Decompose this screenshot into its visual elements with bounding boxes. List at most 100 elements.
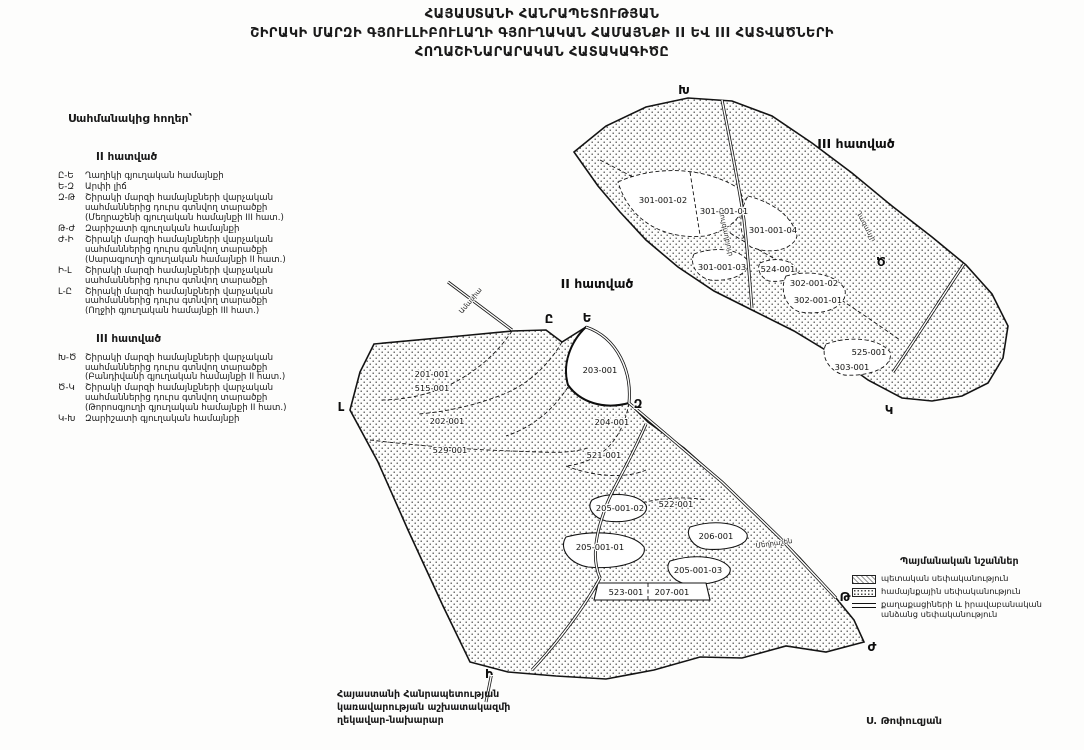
parcel-label: 207-001 [655,587,690,597]
parcel-label: 205-001-02 [596,503,644,513]
legend-item-text: Զարիշատի գյուղական համայնքի [85,224,240,235]
sign-label: պետական սեփականություն [881,573,1009,583]
parcel-523-207 [593,582,711,601]
legend-title: Սահմանակից հողեր՝ [68,112,193,125]
legend-item-text: Շիրակի մարզի համայնքների վարչական սահման… [85,265,274,286]
parcel-label: 205-001-03 [674,565,722,575]
parcel-label: 206-001 [699,531,734,541]
legend-section-ii-items: Ը-Ե Ղաղիկի գյուղական համայնքի Ե-Զ Արփի լիճ… [58,171,340,317]
parcel-label: 202-001 [430,416,465,426]
legend-item: Թ-Ժ Զարիշատի գյուղական համայնքի [58,224,340,235]
boundary-segment-code: Ը-Ե [58,171,74,181]
legend-section-iii-heading: III հատված [96,332,162,345]
parcel-label: 303-001 [835,362,870,372]
boundary-point-letter: Կ [885,403,894,417]
boundary-point-letter: Ե [583,311,592,325]
legend-item-text: Զարիշատի գյուղական համայնքի [85,414,240,425]
legend-item-text: Շիրակի մարզի համայնքների վարչական սահման… [85,352,286,383]
document-title: ՀԱՅԱՍՏԱՆԻ ՀԱՆՐԱՊԵՏՈՒԹՅԱՆ ՇԻՐԱԿԻ ՄԱՐԶԻ ԳՅ… [0,6,1084,63]
parcel-label: 201-001 [415,369,450,379]
legend-item-text: Ղաղիկի գյուղական համայնքի [85,171,224,181]
parcel-boundary-line [417,341,563,415]
parcel-boundary-line [565,402,630,467]
boundary-segment-code: Թ-Ժ [58,224,75,235]
title-line-2: ՇԻՐԱԿԻ ՄԱՐԶԻ ԳՅՈՒԼԼԻԲՈՒԼԱՂԻ ԳՅՈՒՂԱԿԱՆ ՀԱ… [250,25,834,41]
legend-item: Ժ-Ի Շիրակի մարզի համայնքների վարչական սահ… [58,235,340,265]
legend-item-text: Արփի լիճ [85,182,127,193]
parcel-label: 515-001 [415,383,450,393]
parcel-label: 521-001 [587,450,622,460]
parcel-205-03 [667,556,731,585]
section-iii-polygon [572,97,1009,402]
parcel-label: 525-001 [852,347,887,357]
legend-item: Ե-Զ Արփի լիճ [58,182,340,193]
sign-item: քաղաքացիների և իրավաբանական անձանց սեփակ… [852,599,1078,620]
title-line-3: ՀՈՂԱՇԻՆԱՐԱՐԱԿԱՆ ՀԱՏԱԿԱԳԻԾԸ [414,44,670,60]
sign-item: պետական սեփականություն [852,573,1078,584]
author-signature: Ս. Թոփուզյան [866,716,942,727]
parcel-302 [782,272,846,314]
conventional-signs-title: Պայմանական նշաններ [900,556,1019,567]
parcel-boundary-line [565,465,647,476]
legend-item: Զ-Թ Շիրակի մարզի համայնքների վարչական սահ… [58,194,340,223]
title-line-1: ՀԱՅԱՍՏԱՆԻ ՀԱՆՐԱՊԵՏՈՒԹՅԱՆ [424,7,660,22]
parcel-303-525 [823,338,891,376]
conventional-signs-legend: Պայմանական նշաններ պետական սեփականությու… [852,556,1078,623]
parcel-301-02-01 [617,170,744,237]
parcel-boundary-line [689,171,701,236]
parcel-label: 302-001-02 [790,278,838,288]
parcel-label: 301-001-02 [639,195,687,205]
legend-item-text: Շիրակի մարզի համայնքների վարչական սահման… [85,193,284,223]
boundary-point-letter: Խ [678,83,690,97]
section-ii-label: II հատված [561,276,634,291]
boundary-segment-code: Զ-Թ [58,193,76,204]
parcel-label: 301-001-04 [749,225,797,235]
boundary-segment-code: Կ-Խ [58,414,76,425]
parcel-label: 302-001-01 [794,295,842,305]
boundary-point-letter: Ը [545,312,554,326]
boundary-point-letter: Լ [338,400,345,414]
parcel-label: 204-001 [595,417,630,427]
state-property-symbol [852,575,876,584]
parcel-boundary-line [505,386,569,437]
sign-label: քաղաքացիների և իրավաբանական անձանց սեփակ… [881,599,1042,619]
road-lines [447,99,966,703]
boundary-point-letter: Զ [634,397,643,411]
adjacent-lands-legend: Սահմանակից հողեր՝ II հատված Ը-Ե Ղաղիկի գյ… [58,112,340,426]
boundary-segment-code: Ժ-Ի [58,235,74,246]
legend-item-text: Շիրակի մարզի համայնքների վարչական սահման… [85,383,287,413]
boundary-segment-code: Խ-Ծ [58,352,77,363]
legend-section-iii-items: Խ-Ծ Շիրակի մարզի համայնքների վարչական սահ… [58,352,340,425]
private-property-symbol [852,603,876,608]
boundary-point-letter: Ի [485,667,493,681]
boundary-point-letter: Ժ [868,640,877,654]
sign-item: համայնքային սեփականություն [852,586,1078,597]
legend-section-ii-heading: II հատված [96,151,158,163]
parcel-label: 203-001 [583,365,618,375]
boundary-segment-code: Լ-Ը [58,286,72,297]
community-property-symbol [852,588,876,597]
parcel-label: 301-001-01 [700,206,748,216]
parcel-label: 524-001 [761,264,796,274]
boundary-segment-code: Ե-Զ [58,182,75,193]
legend-item: Լ-Ը Շիրակի մարզի համայնքների վարչական սահ… [58,286,340,317]
parcel-label: 522-001 [659,499,694,509]
legend-item: Ը-Ե Ղաղիկի գյուղական համայնքի [58,171,340,182]
boundary-point-letter: Ծ [876,255,885,269]
boundary-point-letter: Թ [840,590,851,604]
parcel-label: 301-001-03 [698,262,746,272]
legend-item: Խ-Ծ Շիրակի մարզի համայնքների վարչական սահ… [58,352,340,383]
parcel-boundary-line [369,439,589,453]
parcel-label: 523-001 [609,587,644,597]
approval-signature-block: Հայաստանի Հանրապետության կառավարության ա… [337,689,511,727]
parcel-label: 529-001 [433,445,468,455]
parcel-label: 205-001-01 [576,542,624,552]
section-iii-label: III հատված [817,136,895,151]
legend-item-text: Շիրակի մարզի համայնքների վարչական սահման… [85,286,274,317]
parcel-206 [687,522,748,550]
legend-item-text: Շիրակի մարզի համայնքների վարչական սահման… [85,235,286,265]
sign-label: համայնքային սեփականություն [881,586,1021,596]
